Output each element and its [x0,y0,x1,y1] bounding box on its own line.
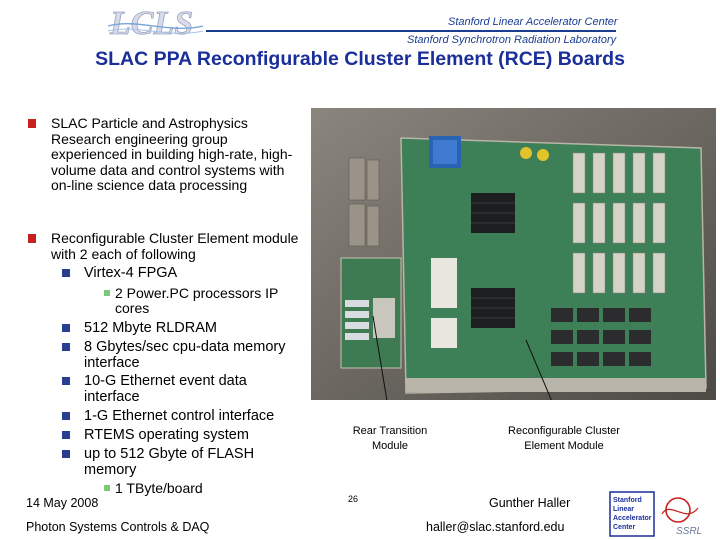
header-institution-1: Stanford Linear Accelerator Center [448,16,618,28]
sub-sub-bullet-item: 1 TByte/board [104,481,304,496]
bullet-square-icon [104,290,110,296]
slac-ssrl-logo: Stanford Linear Accelerator Center SSRL [609,491,702,537]
sub-sub-bullet-item: 2 Power.PC processors IP cores [104,286,304,316]
bullet-square-icon [62,450,70,458]
bullet-square-icon [62,377,70,385]
logo-line-2: Linear [613,506,634,513]
header-institution-2: Stanford Synchrotron Radiation Laborator… [407,34,617,46]
sub-bullet-item: RTEMS operating system [62,427,302,443]
logo-line-1: Stanford [613,497,642,504]
sub-bullet-item: 8 Gbytes/sec cpu-data memory interface [62,339,302,371]
logo-line-4: Center [613,524,635,531]
sub-bullet-item: Virtex-4 FPGA [62,265,302,281]
footer-author: Gunther Haller [489,496,571,510]
lcls-logo: LCLS [108,5,203,42]
header-rule [206,30,616,32]
bullet-square-icon [62,343,70,351]
bullet-square-icon [62,269,70,277]
logo-line-3: Accelerator [613,515,652,522]
lcls-logo-text: LCLS [109,5,193,42]
sub-bullet-item: 512 Mbyte RLDRAM [62,320,302,336]
logo-mark: SSRL [676,526,702,537]
caption-rce-module: Reconfigurable Cluster Element Module [508,425,620,452]
sub-bullet-item: up to 512 Gbyte of FLASH memory [62,446,302,478]
rce-board-photo [311,108,716,400]
footer-email: haller@slac.stanford.edu [426,520,565,534]
bullet-square-icon [62,324,70,332]
bullet-item: SLAC Particle and Astrophysics Research … [28,115,300,194]
footer-department: Photon Systems Controls & DAQ [26,520,210,534]
page-number: 26 [348,494,359,504]
footer-date: 14 May 2008 [26,496,99,510]
bullet-square-icon [62,431,70,439]
bullet-square-icon [28,234,36,243]
sub-bullet-item: 10-G Ethernet event data interface [62,373,302,405]
bullet-square-icon [28,119,36,128]
slide-title: SLAC PPA Reconfigurable Cluster Element … [95,48,625,70]
bullet-item: Reconfigurable Cluster Element module wi… [28,230,300,262]
caption-rear-transition-module: Rear Transition Module [352,425,428,452]
bullet-square-icon [104,485,110,491]
bullet-square-icon [62,412,70,420]
sub-bullet-item: 1-G Ethernet control interface [62,408,302,424]
